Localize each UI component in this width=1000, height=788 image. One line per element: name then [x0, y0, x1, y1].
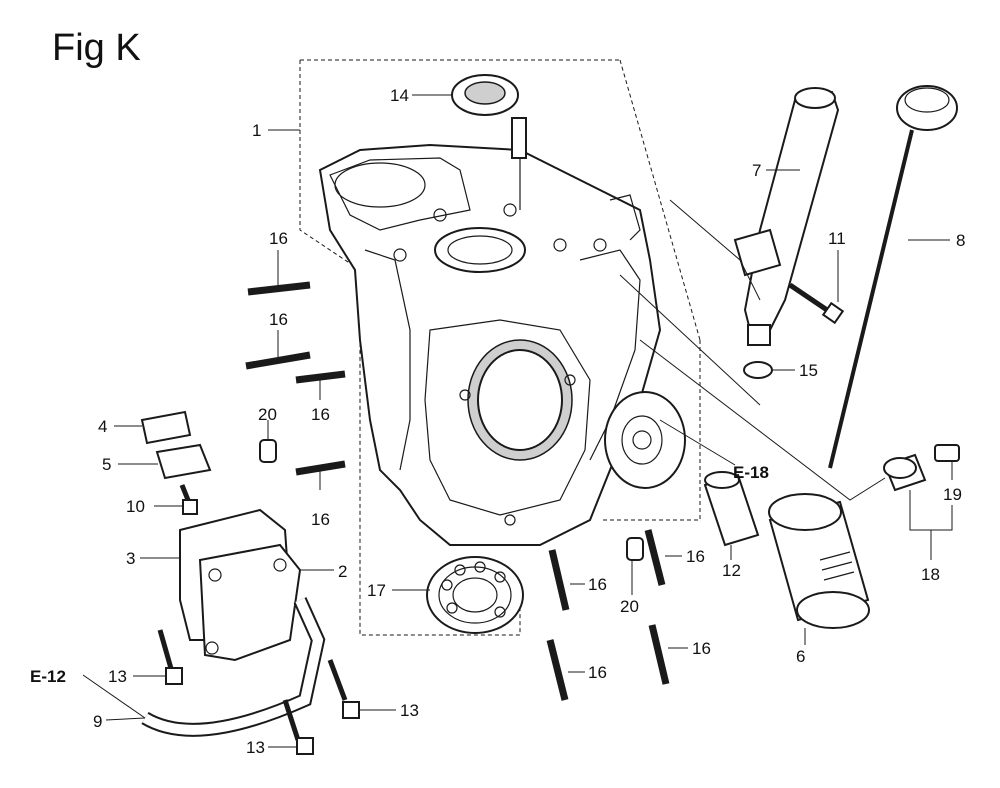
bolt-hole — [593, 238, 607, 252]
o-ring — [743, 361, 773, 379]
leader — [659, 419, 736, 466]
reference-e18: E-18 — [733, 463, 769, 482]
callout-11: 11 — [828, 229, 846, 248]
crankcase-top-opening — [334, 162, 426, 208]
callout-13: 13 — [108, 667, 127, 686]
callout-20: 20 — [258, 405, 277, 424]
callout-15: 15 — [799, 361, 818, 380]
callout-19: 19 — [943, 485, 962, 504]
callout-16: 16 — [692, 639, 711, 658]
callout-7: 7 — [752, 161, 761, 180]
flange-bolt-13 — [282, 699, 314, 755]
leader — [619, 274, 761, 406]
crankcase-top-flange — [329, 157, 471, 231]
crankcase-tab — [609, 194, 641, 241]
callout-16: 16 — [311, 405, 330, 424]
crankcase-bearing-boss — [434, 227, 526, 273]
leader — [639, 339, 886, 501]
callout-9: 9 — [93, 712, 102, 731]
dowel-pin — [626, 537, 644, 561]
callout-2: 2 — [338, 562, 347, 581]
callout-4: 4 — [98, 417, 107, 436]
leader — [82, 674, 146, 719]
callout-14: 14 — [390, 86, 409, 105]
flange-bolt-11 — [788, 282, 845, 325]
oil-seal-top — [451, 74, 519, 116]
leader — [105, 717, 146, 721]
stud-bolt — [548, 549, 570, 611]
bracket-lower-right — [600, 340, 701, 521]
bolt-hole — [503, 203, 517, 217]
dowel-pin — [259, 439, 277, 463]
stud-bolt — [644, 529, 666, 586]
callout-18: 18 — [921, 565, 940, 584]
callout-6: 6 — [796, 647, 805, 666]
stud-bolt — [648, 624, 670, 685]
crankcase — [318, 117, 686, 546]
bolt-hole — [553, 238, 567, 252]
breather-bolt-hole — [208, 568, 222, 582]
oil-filter-boss — [604, 391, 686, 489]
crankcase-bearing-bore — [447, 235, 513, 265]
stud-bolt — [245, 351, 311, 370]
callout-8: 8 — [956, 231, 965, 250]
breather-plate — [140, 410, 192, 445]
figure-title: Fig K — [52, 27, 141, 69]
callout-3: 3 — [126, 549, 135, 568]
crankcase-post-cap — [511, 117, 527, 159]
crankcase-rib-left — [364, 249, 411, 471]
breather-gasket — [155, 443, 212, 480]
cylinder-flange — [424, 319, 591, 516]
callout-16: 16 — [588, 575, 607, 594]
flange-bolt-13 — [327, 659, 360, 719]
callout-16: 16 — [311, 510, 330, 529]
callout-16: 16 — [269, 310, 288, 329]
stud-bolt — [295, 460, 346, 476]
bolt-hole — [504, 514, 516, 526]
callout-16: 16 — [269, 229, 288, 248]
oil-filter-boss-inner — [621, 415, 663, 465]
callout-16: 16 — [686, 547, 705, 566]
callout-13: 13 — [400, 701, 419, 720]
bolt-hole — [393, 248, 407, 262]
oil-pressure-switch — [883, 453, 927, 492]
breather-separator — [198, 543, 302, 662]
callout-10: 10 — [126, 497, 145, 516]
crankcase-bracket — [299, 60, 521, 636]
breather-bolt-hole — [273, 558, 287, 572]
oil-filler-tube-neck — [747, 324, 771, 346]
callout-5: 5 — [102, 455, 111, 474]
bolt-hole — [564, 374, 576, 386]
oil-filter-boss-port — [632, 430, 652, 450]
stud-bolt — [546, 639, 569, 701]
oil-pressure-switch-washer — [934, 444, 960, 462]
callout-16: 16 — [588, 663, 607, 682]
bolt-hole — [459, 389, 471, 401]
bolt-hole — [433, 208, 447, 222]
callout-17: 17 — [367, 581, 386, 600]
flange-bolt-10 — [179, 484, 198, 515]
oil-filler-tube — [733, 87, 840, 346]
stud-bolt — [295, 370, 346, 384]
oil-filter-joint — [703, 471, 760, 547]
leader — [669, 199, 761, 301]
callout-1: 1 — [252, 121, 261, 140]
leader-lines — [82, 94, 953, 748]
reference-e12: E-12 — [30, 667, 66, 686]
bearing — [426, 556, 524, 634]
breather-bolt-hole — [205, 641, 219, 655]
cylinder-bore-inner — [477, 349, 563, 451]
callout-12: 12 — [722, 561, 741, 580]
stud-bolt — [247, 281, 311, 296]
dipstick — [828, 85, 958, 469]
callout-20: 20 — [620, 597, 639, 616]
oil-filter — [768, 493, 870, 629]
breather-tube-inner — [142, 597, 324, 735]
callout-13: 13 — [246, 738, 265, 757]
